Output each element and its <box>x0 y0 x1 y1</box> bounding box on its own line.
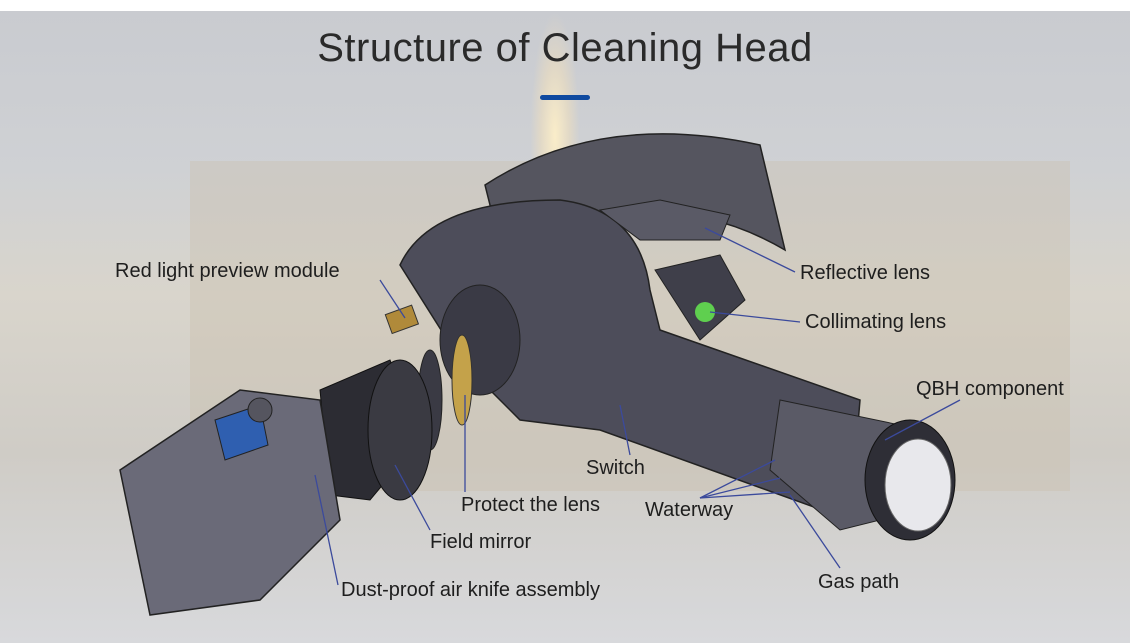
leader-waterway-2 <box>699 477 781 499</box>
label-reflective-lens: Reflective lens <box>800 262 931 284</box>
leader-gas-path <box>789 494 841 569</box>
leader-reflective <box>704 227 796 273</box>
red-light-module <box>384 304 420 335</box>
leader-collimating <box>709 311 801 323</box>
title-underline <box>540 95 590 100</box>
label-field-mirror: Field mirror <box>430 531 532 553</box>
label-red-light-preview-module: Red light preview module <box>115 260 340 282</box>
leader-lines <box>314 227 961 586</box>
label-dust-proof-air-knife-assembly: Dust-proof air knife assembly <box>341 579 600 601</box>
label-qbh-component: QBH component <box>916 378 1064 400</box>
leader-waterway-3 <box>699 491 791 499</box>
qbh-component <box>769 399 956 541</box>
main-body <box>399 199 861 522</box>
field-mirror-part <box>319 359 433 501</box>
label-gas-path: Gas path <box>818 571 900 593</box>
leader-field-mirror <box>394 464 431 531</box>
leader-waterway-1 <box>699 459 776 499</box>
label-switch: Switch <box>586 457 645 479</box>
leader-switch <box>619 404 631 456</box>
leader-dust-proof <box>314 474 339 586</box>
label-collimating-lens: Collimating lens <box>805 311 947 333</box>
label-protect-the-lens: Protect the lens <box>461 494 600 516</box>
page-title: Structure of Cleaning Head <box>317 26 813 70</box>
label-waterway: Waterway <box>645 499 734 521</box>
leader-qbh <box>884 399 961 441</box>
dust-proof-air-knife <box>119 389 341 616</box>
leader-red-light <box>379 279 406 319</box>
